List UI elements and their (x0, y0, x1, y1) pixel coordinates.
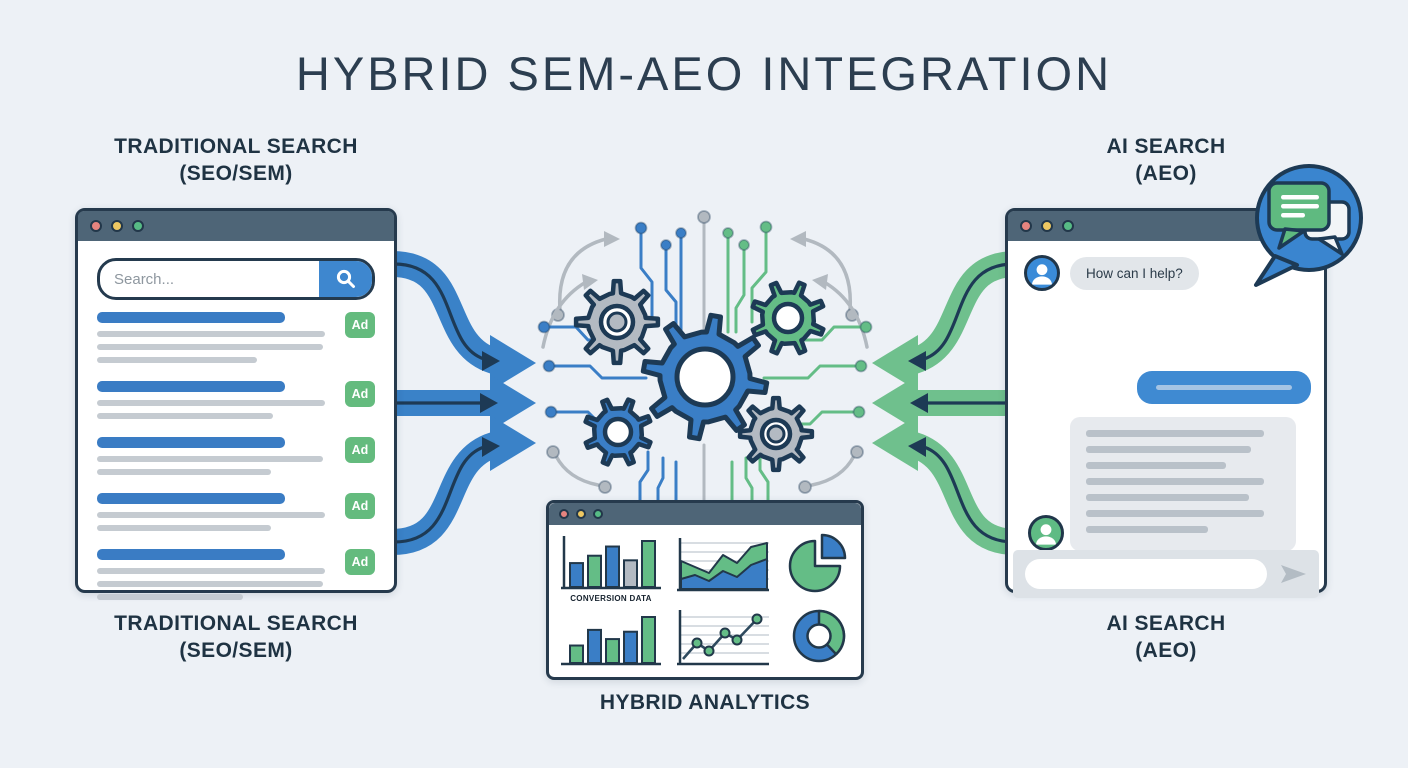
answer-text-line (1086, 494, 1249, 501)
search-result-row[interactable]: Ad (97, 381, 375, 426)
chat-body: How can I help? (1008, 255, 1324, 604)
result-text-line (97, 594, 243, 600)
ad-badge: Ad (345, 312, 375, 338)
result-text-line (97, 469, 271, 475)
send-icon[interactable] (1279, 564, 1307, 584)
label-line: AI SEARCH (1106, 612, 1226, 635)
ai-search-window: How can I help? (1005, 208, 1327, 598)
result-text-line (97, 357, 257, 363)
label-line: TRADITIONAL SEARCH (114, 135, 358, 158)
hybrid-analytics-window: CONVERSION DATA (546, 500, 864, 680)
label-line: (AEO) (1135, 161, 1197, 185)
window-control-minimize[interactable] (111, 220, 123, 232)
chat-input[interactable] (1025, 559, 1267, 589)
answer-text-line (1086, 478, 1265, 485)
result-text-line (97, 512, 325, 518)
result-text-line (97, 344, 323, 350)
window-control-zoom[interactable] (593, 509, 603, 519)
label-line: TRADITIONAL SEARCH (114, 612, 358, 635)
ad-badge: Ad (345, 549, 375, 575)
window-control-close[interactable] (1020, 220, 1032, 232)
result-text-line (97, 581, 323, 587)
result-title-bar (97, 312, 285, 323)
label-line: AI SEARCH (1106, 135, 1226, 158)
result-text-line (97, 568, 325, 574)
window-control-minimize[interactable] (1041, 220, 1053, 232)
chat-input-strip (1013, 550, 1319, 598)
label-line: HYBRID ANALYTICS (599, 691, 811, 714)
window-header (549, 503, 861, 525)
assistant-avatar-icon (1024, 255, 1060, 291)
chat-bubbles-badge-icon (1254, 164, 1363, 287)
label-line: (SEO/SEM) (179, 638, 293, 662)
bar-chart-top (561, 536, 661, 590)
search-bar (97, 258, 375, 300)
conversion-data-label: CONVERSION DATA (570, 594, 652, 603)
bar-chart-bottom (561, 616, 661, 666)
line-chart (677, 610, 769, 666)
window-control-close[interactable] (559, 509, 569, 519)
result-text-line (97, 413, 274, 419)
result-title-bar (97, 549, 285, 560)
answer-text-line (1086, 526, 1209, 533)
answer-avatar-icon (1028, 515, 1064, 551)
ad-badge: Ad (345, 493, 375, 519)
answer-text-line (1086, 510, 1265, 517)
answer-text-line (1086, 430, 1265, 437)
user-message-text-placeholder (1156, 385, 1292, 390)
assistant-answer-block (1070, 417, 1296, 551)
window-control-zoom[interactable] (132, 220, 144, 232)
ad-badge: Ad (345, 381, 375, 407)
donut-chart (792, 609, 846, 663)
result-title-bar (97, 381, 285, 392)
search-result-row[interactable]: Ad (97, 437, 375, 482)
traditional-search-label-bottom: TRADITIONAL SEARCH (SEO/SEM) (75, 611, 397, 665)
result-title-bar (97, 437, 285, 448)
area-chart (677, 538, 769, 592)
answer-text-line (1086, 462, 1226, 469)
search-button[interactable] (319, 261, 372, 297)
search-icon (336, 269, 355, 288)
analytics-dashboard: CONVERSION DATA (549, 525, 861, 674)
search-result-row[interactable]: Ad (97, 312, 375, 370)
user-message-bubble (1137, 371, 1311, 404)
person-icon (1036, 524, 1056, 545)
window-control-zoom[interactable] (1062, 220, 1074, 232)
diagram-title: HYBRID SEM-AEO INTEGRATION (295, 47, 1113, 100)
search-result-row[interactable]: Ad (97, 549, 375, 607)
pie-chart (788, 533, 847, 593)
result-text-line (97, 400, 325, 406)
search-result-row[interactable]: Ad (97, 493, 375, 538)
ad-badge: Ad (345, 437, 375, 463)
assistant-greeting-row: How can I help? (1024, 255, 1324, 291)
result-text-line (97, 331, 325, 337)
result-text-line (97, 525, 271, 531)
window-control-minimize[interactable] (576, 509, 586, 519)
traditional-search-label-top: TRADITIONAL SEARCH (SEO/SEM) (75, 134, 397, 188)
window-header (78, 211, 394, 241)
assistant-greeting-bubble: How can I help? (1070, 256, 1199, 290)
result-title-bar (97, 493, 285, 504)
result-text-line (97, 456, 323, 462)
person-icon (1032, 264, 1052, 285)
search-input[interactable] (100, 261, 319, 297)
ai-search-label-bottom: AI SEARCH (AEO) (1005, 611, 1327, 665)
ai-search-label-top: AI SEARCH (AEO) (1005, 134, 1327, 188)
label-line: (AEO) (1135, 638, 1197, 662)
window-control-close[interactable] (90, 220, 102, 232)
hybrid-analytics-label: HYBRID ANALYTICS (546, 690, 864, 717)
label-line: (SEO/SEM) (179, 161, 293, 185)
answer-text-line (1086, 446, 1251, 453)
